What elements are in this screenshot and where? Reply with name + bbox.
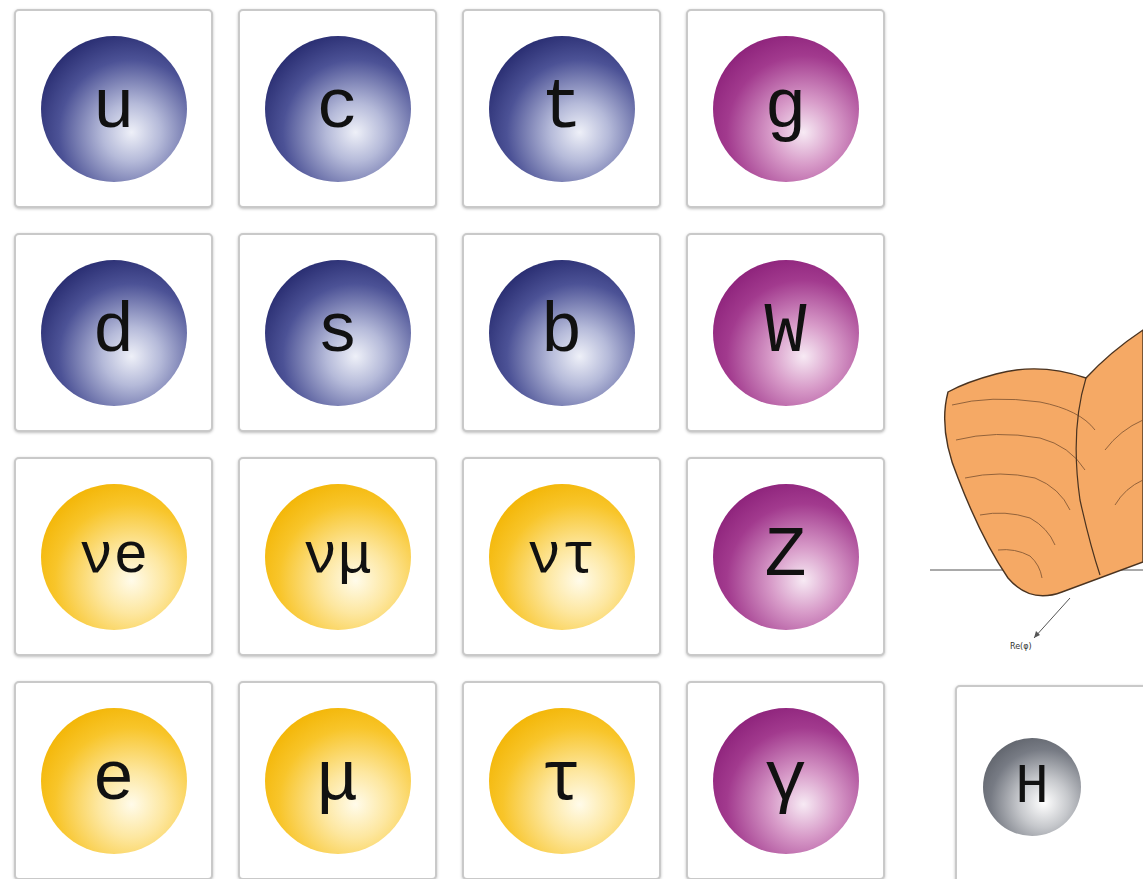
- quark-circle: u: [41, 36, 187, 182]
- quark-circle: s: [265, 260, 411, 406]
- particle-symbol: W: [764, 298, 806, 368]
- gauge-boson-card: γ: [686, 681, 885, 879]
- particle-symbol: Z: [764, 522, 806, 592]
- lepton-card: νe: [14, 457, 213, 656]
- particle-symbol: b: [540, 298, 582, 368]
- lepton-circle: e: [41, 708, 187, 854]
- quark-card: u: [14, 9, 213, 208]
- higgs-boson-circle: H: [983, 738, 1081, 836]
- lepton-card: μ: [238, 681, 437, 879]
- lepton-circle: νe: [41, 484, 187, 630]
- quark-circle: c: [265, 36, 411, 182]
- gauge-boson-circle: g: [713, 36, 859, 182]
- particle-symbol: H: [1015, 759, 1049, 815]
- quark-circle: t: [489, 36, 635, 182]
- particle-symbol: τ: [540, 746, 582, 816]
- particle-symbol: νμ: [303, 528, 373, 586]
- particle-symbol: s: [316, 298, 358, 368]
- gauge-boson-card: W: [686, 233, 885, 432]
- gauge-boson-card: Z: [686, 457, 885, 656]
- particle-symbol: γ: [764, 746, 806, 816]
- gauge-boson-circle: γ: [713, 708, 859, 854]
- particle-symbol: t: [540, 74, 582, 144]
- particle-symbol: g: [764, 74, 806, 144]
- lepton-card: τ: [462, 681, 661, 879]
- quark-circle: d: [41, 260, 187, 406]
- hat-surface: [945, 330, 1143, 596]
- lepton-card: ντ: [462, 457, 661, 656]
- gauge-boson-circle: Z: [713, 484, 859, 630]
- lepton-circle: νμ: [265, 484, 411, 630]
- lepton-circle: μ: [265, 708, 411, 854]
- lepton-circle: ντ: [489, 484, 635, 630]
- lepton-card: νμ: [238, 457, 437, 656]
- particle-symbol: e: [92, 746, 134, 816]
- quark-card: c: [238, 9, 437, 208]
- quark-card: d: [14, 233, 213, 432]
- particle-symbol: ντ: [527, 528, 597, 586]
- particle-symbol: u: [92, 74, 134, 144]
- lepton-card: e: [14, 681, 213, 879]
- quark-circle: b: [489, 260, 635, 406]
- quark-card: s: [238, 233, 437, 432]
- gauge-boson-circle: W: [713, 260, 859, 406]
- particle-symbol: νe: [79, 528, 149, 586]
- lepton-circle: τ: [489, 708, 635, 854]
- axis-arrow: [1034, 598, 1070, 638]
- particle-symbol: μ: [316, 746, 358, 816]
- higgs-boson-card: H: [955, 685, 1143, 879]
- particle-symbol: d: [92, 298, 134, 368]
- axis-label: Re(φ): [1010, 642, 1032, 651]
- quark-card: t: [462, 9, 661, 208]
- gauge-boson-card: g: [686, 9, 885, 208]
- particle-symbol: c: [316, 74, 358, 144]
- quark-card: b: [462, 233, 661, 432]
